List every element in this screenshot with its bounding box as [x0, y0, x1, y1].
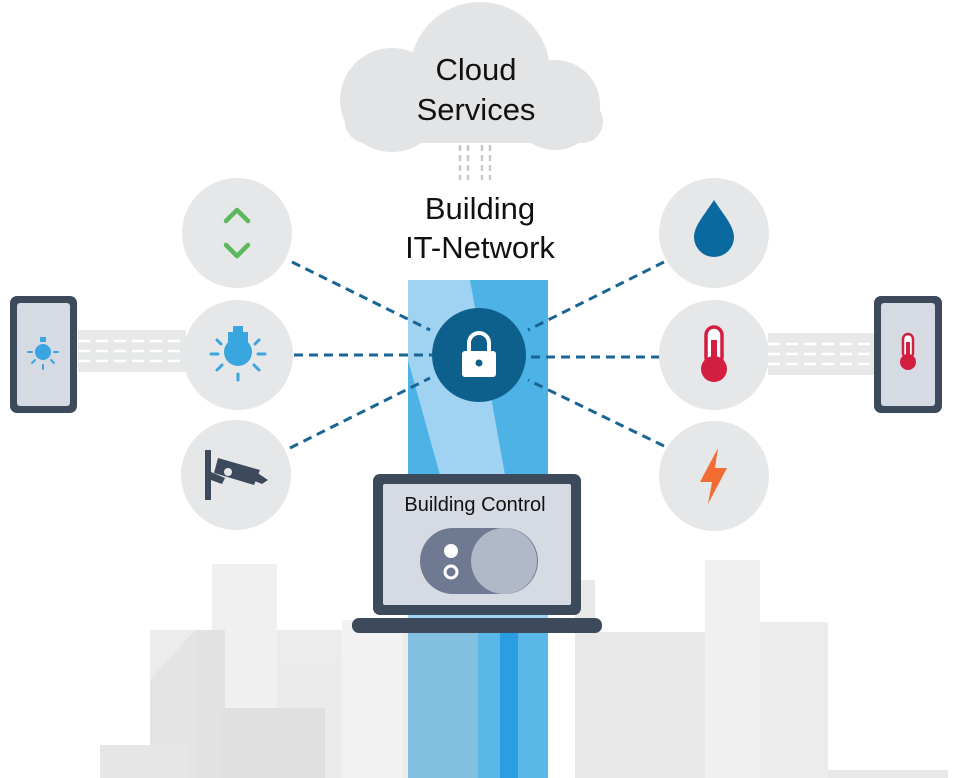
sensor-chevrons[interactable]: [182, 178, 292, 288]
right-connector: [768, 333, 878, 375]
network-label-line2: IT-Network: [405, 230, 555, 265]
sensor-water[interactable]: [659, 178, 769, 288]
building-network-label: Building IT-Network: [370, 189, 590, 267]
toggle-switch-icon[interactable]: [420, 528, 538, 594]
security-hub: [432, 308, 526, 402]
sensor-temperature[interactable]: [659, 300, 769, 410]
left-connector: [78, 330, 186, 372]
cloud-services-label: Cloud Services: [376, 50, 576, 130]
line-to-bolt: [527, 378, 665, 448]
sensor-energy[interactable]: [659, 421, 769, 531]
cloud-label-line1: Cloud: [435, 52, 517, 87]
padlock-icon: [462, 331, 496, 377]
line-to-drop: [527, 260, 665, 332]
water-drop-icon: [694, 200, 734, 257]
sensor-light[interactable]: [183, 300, 293, 410]
right-device[interactable]: [768, 296, 942, 413]
cloud-connector-lines: [458, 145, 492, 180]
thermometer-icon: [701, 325, 727, 382]
cloud-icon: [340, 2, 603, 152]
up-down-chevron-icon: [223, 207, 251, 259]
cloud-services: [340, 2, 603, 180]
light-bulb-icon: [209, 326, 267, 382]
sensor-camera[interactable]: [181, 420, 291, 530]
security-camera-icon: [205, 450, 268, 500]
connection-lines: [289, 260, 665, 450]
line-to-chevrons: [291, 260, 431, 332]
light-bulb-icon: [27, 337, 59, 370]
line-to-camera: [289, 376, 431, 450]
building-control-label: Building Control: [404, 494, 546, 516]
network-label-line1: Building: [424, 191, 536, 226]
lightning-bolt-icon: [700, 448, 727, 504]
cloud-label-line2: Services: [416, 92, 536, 127]
thermometer-icon: [900, 332, 916, 370]
building-control-laptop[interactable]: [352, 474, 602, 633]
left-device[interactable]: [10, 296, 186, 413]
